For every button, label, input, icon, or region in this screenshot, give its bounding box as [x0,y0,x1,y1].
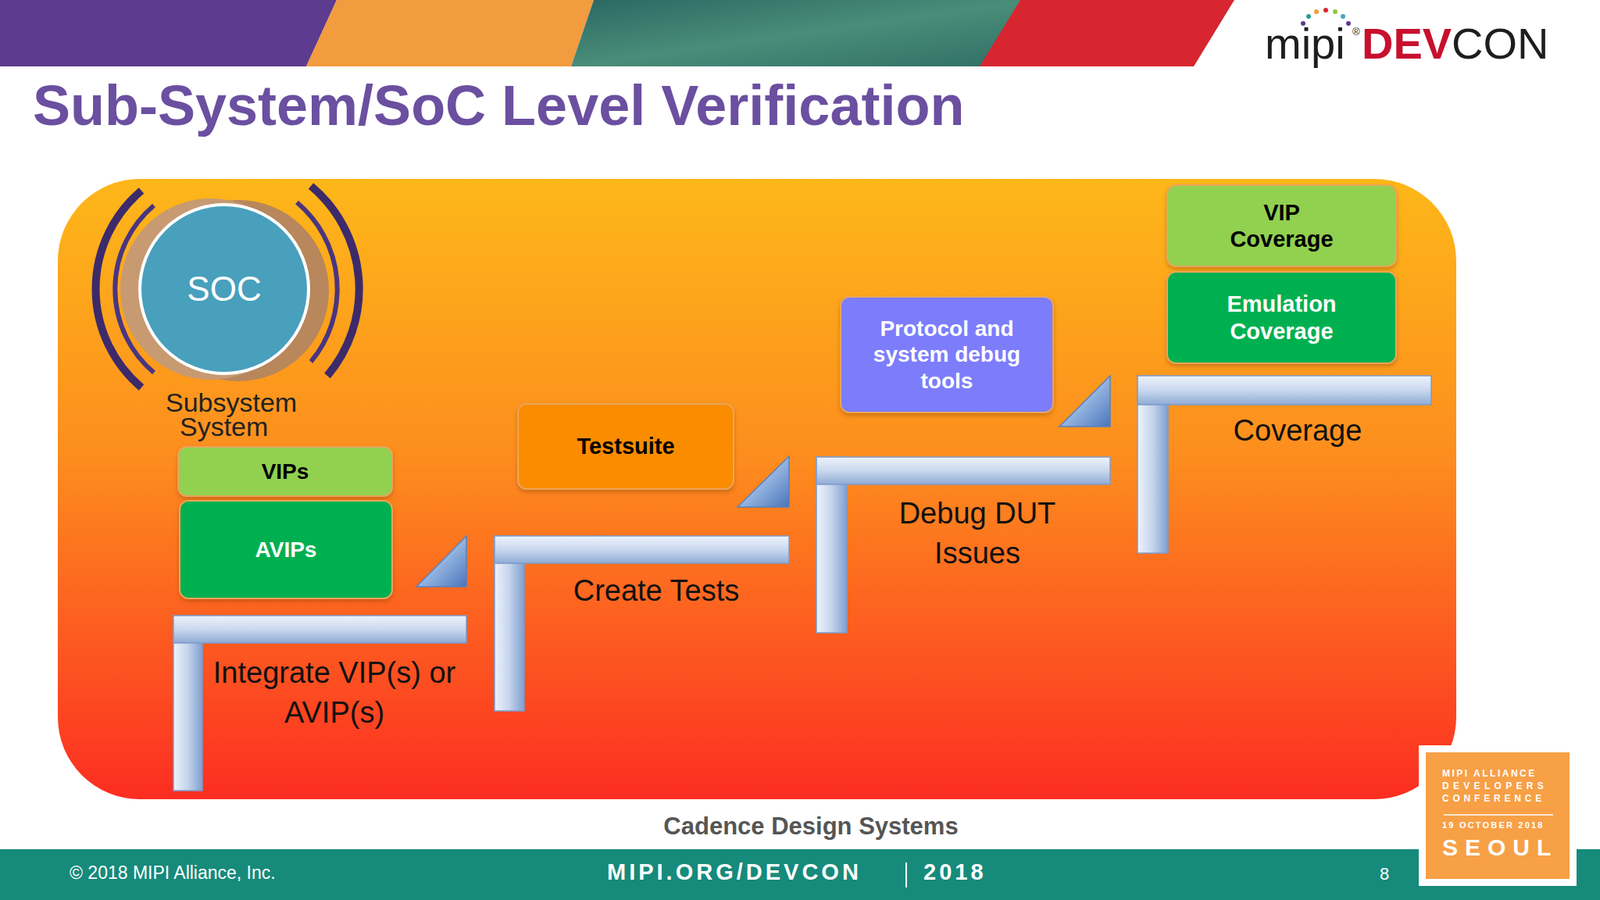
footer-separator [905,862,908,888]
credit-caption: Cadence Design Systems [576,812,1046,841]
logo-dot [1332,9,1338,15]
step-label: Debug DUT Issues [879,493,1075,574]
badge-text: DEVELOPERS [1442,781,1575,793]
node-label: Emulation Coverage [1201,290,1362,344]
page-number: 8 [1379,864,1404,884]
system-arc [96,190,142,388]
logo-dot [1306,14,1311,19]
system-label: System [179,411,336,443]
node-label: SOC [186,268,261,310]
logo-dot [1340,14,1346,19]
banner-stripe [979,0,1235,67]
node-label: Testsuite [576,432,675,460]
banner-stripe [0,0,337,67]
step-label: Create Tests [539,574,774,609]
step-label: Integrate VIP(s) or AVIP(s) [209,653,460,733]
footer-year: 2018 [923,859,1025,886]
node-label: VIPs [261,458,310,485]
badge-text: MIPI ALLIANCE [1442,768,1575,780]
node-label: VIP Coverage [1217,199,1347,253]
footer-band [0,849,1600,900]
banner-stripe [306,0,594,67]
avip-box: AVIPs [178,500,393,600]
node-label: Protocol and system debug tools [851,315,1043,393]
badge-city: SEOUL [1442,834,1575,862]
badge-text: CONFERENCE [1442,793,1575,805]
logo-dot [1323,7,1329,13]
logo-text: DEV [1361,18,1460,69]
coverage-box: Emulation Coverage [1166,271,1397,365]
step-label: Coverage [1180,414,1415,449]
badge-date: 19 OCTOBER 2018 [1442,820,1575,831]
testsuite-box: Testsuite [517,403,735,490]
logo-text: CON [1451,18,1569,69]
soc-disc [139,204,309,374]
vip-box: VIPs [177,446,393,497]
footer-url: MIPI.ORG/DEVCON [607,859,904,886]
coverage-box: VIP Coverage [1166,184,1397,268]
step-triangle [737,456,790,508]
copyright-note: © 2018 MIPI Alliance, Inc. [69,862,461,883]
gradient-panel [57,178,1457,800]
step-tread [173,615,467,643]
step-triangle [1059,375,1111,427]
slide-title: Sub-System/SoC Level Verification [32,73,965,139]
step-tread [816,457,1111,485]
logo-dot [1314,9,1319,15]
banner-photo [571,0,1032,67]
step-tread [494,535,790,564]
logo-text: mipi [1264,18,1359,69]
soc-circle: SOC [137,202,311,376]
badge-rule [1443,814,1554,816]
badge-frame [1418,745,1577,886]
debug-tools-box: Protocol and system debug tools [839,296,1054,414]
logo-dot [1346,21,1351,26]
step-triangle [416,535,467,587]
node-label: AVIPs [255,536,318,563]
step-tread [1137,375,1432,405]
